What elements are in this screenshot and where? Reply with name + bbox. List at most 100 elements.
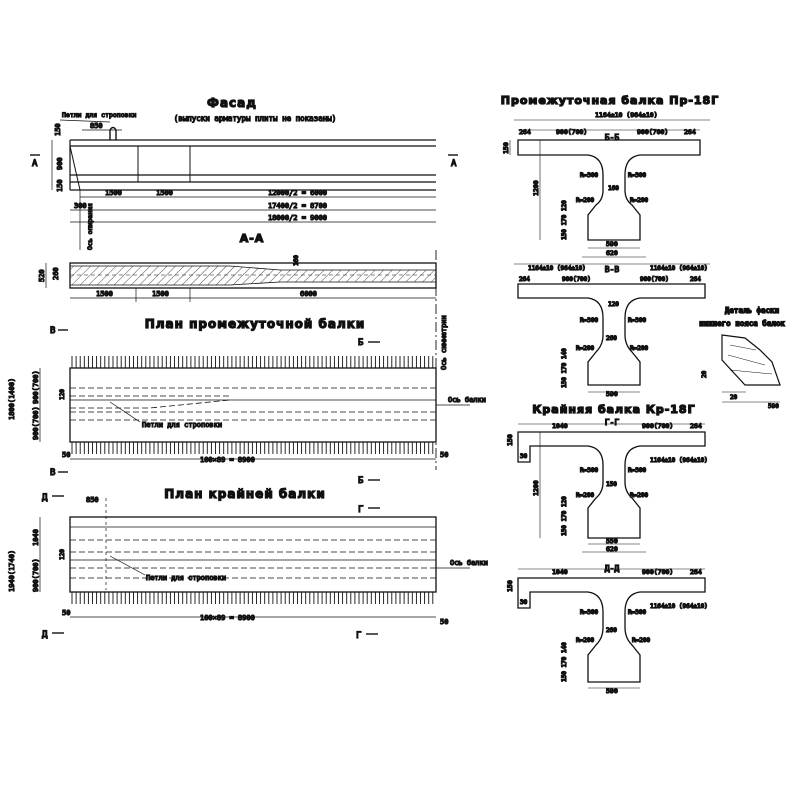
section-dd-dim-590: 590 (606, 687, 618, 695)
section-bb-r300-left: R=300 (580, 172, 598, 179)
section-bb-dim-900-left: 900(700) (556, 128, 587, 136)
plan-intermediate-dim-8900: 100×89 = 8900 (200, 456, 255, 464)
plan-intermediate-dim-900a: 900(700) (32, 370, 40, 404)
facade-subtitle: (выпуски арматуры плиты не показаны) (174, 114, 337, 123)
section-gg-dim-550: 550 (606, 537, 618, 545)
facade-dim-6000: 12000/2 = 6000 (268, 189, 327, 197)
section-mark-a-right: А (451, 159, 457, 169)
chamfer-dim-20-side: 20 (701, 370, 708, 378)
facade-dim-850: 850 (90, 122, 103, 130)
section-dd-dim-264: 264 (690, 568, 702, 576)
plan-intermediate-mark-end-bottom: Б (358, 476, 363, 486)
section-vv-r300-left: R=300 (580, 317, 598, 324)
section-vv-dim-260: 260 (606, 335, 617, 342)
plan-intermediate-dim-50-right: 50 (440, 451, 448, 459)
intermediate-beam-sections: Промежуточная балка Пр-18Г Б-Б 1164±10 (… (500, 93, 719, 399)
section-bb-r200-left: R=200 (576, 197, 594, 204)
section-vv-r200-left: R=200 (576, 345, 594, 352)
section-gg-title: Г-Г (605, 418, 620, 427)
section-vv-dim-900-left: 900(700) (562, 276, 591, 283)
section-vv-dim-264-right: 264 (690, 276, 701, 283)
section-bb-dim-264-left: 264 (519, 128, 531, 136)
section-dd: Д-Д 1040 900(700) 264 150 30 1164±10 (96… (505, 563, 708, 695)
section-vv: В-В 1164±10 (964±10) 1164±10 (964±10) 26… (514, 263, 710, 399)
section-vv-r300-right: R=300 (628, 317, 646, 324)
section-aa-dim-260: 260 (52, 267, 60, 280)
section-bb-r300-right: R=300 (628, 172, 646, 179)
section-gg-r300-right: R=300 (628, 467, 646, 474)
section-dd-dim-1040: 1040 (552, 568, 568, 576)
plan-edge-dim-50-right: 50 (440, 618, 448, 626)
plan-edge-dim-900: 900(700) (32, 558, 40, 592)
plan-edge-dim-1940: 1940(1740) (8, 550, 16, 592)
section-gg-dim-1200: 1200 (532, 480, 540, 496)
plan-intermediate-beam-axis: Ось балки (448, 396, 486, 404)
section-bb-dim-150: 150 (502, 142, 510, 154)
section-bb-dim-590: 590 (606, 240, 618, 248)
plan-edge-lifting-loop: Петли для строповки (146, 574, 226, 582)
section-bb-dim-620: 620 (606, 249, 618, 257)
section-vv-dim-900-right: 900(700) (640, 276, 669, 283)
section-bb-dim-160: 160 (608, 185, 619, 192)
section-dd-dims-vertical: 150 170 140 (561, 642, 568, 682)
plan-intermediate-dim-50-left: 50 (62, 451, 70, 459)
intermediate-beam-title: Промежуточная балка Пр-18Г (501, 94, 719, 107)
section-aa-dim-1500-b: 1500 (152, 290, 169, 298)
section-dd-dim-260: 260 (606, 627, 617, 634)
plan-edge-dim-50-left: 50 (62, 609, 70, 617)
section-dd-dim-900: 900(700) (642, 568, 673, 576)
plan-edge-dim-1040: 1040 (32, 529, 40, 546)
section-gg-dim-1040: 1040 (552, 422, 568, 430)
section-gg-r200-right: R=200 (630, 492, 648, 499)
section-dd-r200-right: R=200 (632, 637, 650, 644)
plan-edge-dim-850: 850 (86, 496, 99, 504)
section-bb-dim-264-right: 264 (684, 128, 696, 136)
chamfer-detail-title-1: Деталь фаски (725, 306, 779, 315)
plan-intermediate-lifting-loop: Петли для строповки (142, 421, 222, 429)
section-mark-a-left: А (32, 159, 38, 169)
plan-intermediate-beam: План промежуточной балки В Б Ось балки П… (7, 316, 486, 486)
plan-edge-mark-start-bottom: Д (42, 630, 48, 640)
plan-edge-mark-start: Д (42, 493, 48, 503)
plan-intermediate-mark-end: Б (358, 338, 363, 348)
section-dd-dim-150: 150 (506, 580, 514, 592)
section-vv-dim-590: 590 (606, 390, 618, 398)
plan-edge-beam: План крайней балки Д 850 Г Ось балки Пет… (7, 486, 488, 641)
facade-dim-1500-a: 1500 (105, 189, 122, 197)
facade-lifting-loop-label: Петли для строповки (62, 111, 136, 119)
section-bb-r200-right: R=200 (630, 197, 648, 204)
edge-beam-sections: Крайняя балка Кр-18Г Г-Г 1040 900(700) 2… (505, 402, 708, 695)
facade-dim-8700: 17400/2 = 8700 (268, 202, 327, 210)
section-aa-dim-160: 160 (293, 255, 300, 266)
section-gg-dims-vertical: 150 170 120 (561, 496, 568, 536)
section-dd-title: Д-Д (605, 564, 620, 573)
section-gg-dim-150-web: 150 (606, 481, 617, 488)
plan-intermediate-mark-start: В (50, 326, 55, 336)
facade-dim-1500-b: 1500 (156, 189, 173, 197)
plan-edge-title: План крайней балки (164, 487, 325, 501)
section-vv-dim-264-left: 264 (519, 276, 530, 283)
plan-edge-beam-axis: Ось балки (450, 559, 488, 567)
plan-intermediate-mark-start-bottom: В (50, 468, 55, 478)
chamfer-detail: Деталь фаски нижнего пояса балок 20 20 5… (699, 305, 786, 410)
chamfer-detail-title-2: нижнего пояса балок (699, 319, 785, 328)
section-bb: Б-Б 1164±10 (964±10) 264 900(700) 900(70… (501, 110, 710, 258)
plan-intermediate-dim-900b: 900(700) (32, 406, 40, 440)
section-vv-title: В-В (605, 265, 620, 274)
section-gg-dim-264: 264 (690, 422, 702, 430)
section-gg-dim-620: 620 (606, 545, 618, 553)
section-vv-dims-vertical: 150 170 140 (561, 348, 568, 388)
section-gg: Г-Г 1040 900(700) 264 150 30 1164±10 (96… (505, 417, 708, 553)
section-aa-dim-520: 520 (38, 269, 46, 282)
section-gg-dim-900: 900(700) (642, 422, 673, 430)
facade-title: Фасад (207, 96, 257, 110)
chamfer-dim-20-bottom: 20 (730, 394, 738, 401)
section-dd-r200-left: R=200 (576, 637, 594, 644)
plan-intermediate-dim-120: 120 (59, 389, 66, 400)
edge-beam-title: Крайняя балка Кр-18Г (532, 403, 695, 416)
plan-intermediate-dim-1800: 1800(1400) (8, 378, 16, 420)
plan-edge-dim-8900: 100×89 = 8900 (200, 614, 255, 622)
section-vv-dim-1164-left: 1164±10 (964±10) (528, 265, 586, 272)
facade-view: Фасад (выпуски арматуры плиты не показан… (30, 95, 458, 251)
